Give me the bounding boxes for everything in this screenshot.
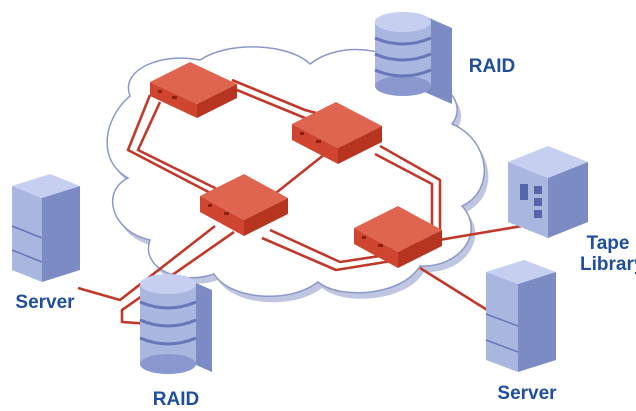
switch-3 — [200, 174, 288, 236]
cable-3 — [126, 94, 221, 200]
cable-5 — [379, 144, 442, 230]
switch-4 — [354, 206, 442, 268]
cable-11 — [120, 230, 235, 326]
raid-bottom-label: RAID — [152, 389, 200, 410]
tape-library-icon — [508, 146, 588, 238]
raid-storage-icon — [139, 274, 212, 374]
server-tower-icon — [11, 174, 80, 282]
switch-1 — [150, 62, 237, 118]
server-right-label: Server — [497, 383, 557, 404]
cable-6 — [374, 152, 434, 236]
server-tower-icon — [485, 260, 556, 372]
tape-library-label-line2: Library — [580, 254, 636, 275]
tape-library-label: Tape Library — [580, 233, 636, 275]
cable-9 — [261, 236, 411, 272]
cable-4 — [136, 101, 226, 195]
raid-top-label: RAID — [468, 56, 516, 77]
tape-library-label-line1: Tape — [586, 233, 630, 254]
cable-10 — [77, 224, 216, 302]
switch-2 — [292, 102, 382, 164]
server-left-label: Server — [15, 292, 75, 313]
raid-storage-icon — [374, 12, 452, 104]
